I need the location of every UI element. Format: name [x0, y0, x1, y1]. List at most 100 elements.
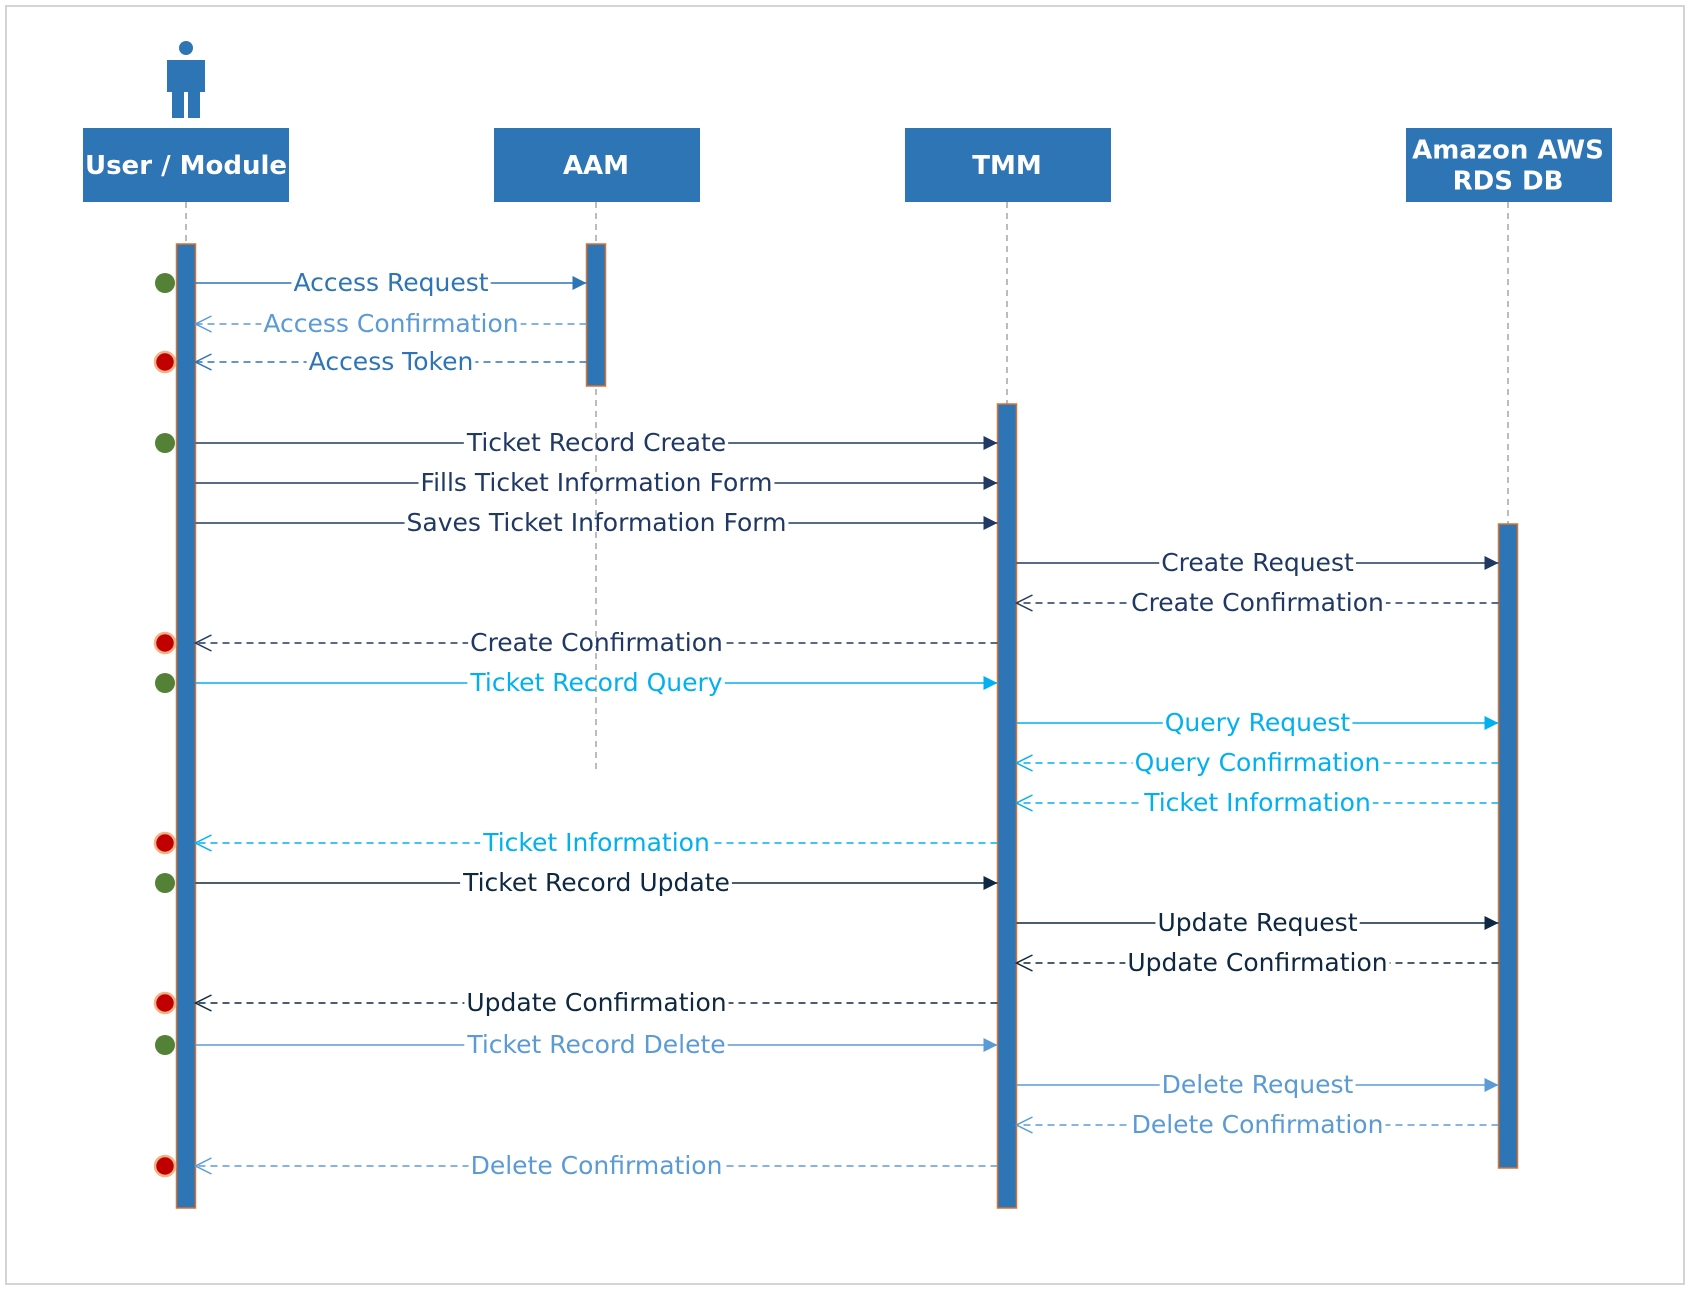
message-label: Create Request	[1161, 548, 1354, 577]
participant-box-rds	[1406, 128, 1612, 202]
activation-bar-rds	[1497, 523, 1519, 1169]
message-19: Ticket Record Delete	[195, 1030, 998, 1059]
message-label: Ticket Record Query	[469, 668, 722, 697]
message-label: Access Request	[293, 268, 488, 297]
participant-box-user	[83, 128, 289, 202]
end-dot-icon	[153, 1154, 177, 1178]
participant-box-aam	[494, 128, 700, 202]
diagram-frame	[5, 5, 1685, 1285]
message-label: Update Request	[1157, 908, 1357, 937]
open-arrow-icon	[1014, 794, 1033, 812]
open-arrow-icon	[193, 1157, 212, 1175]
message-label: Ticket Record Update	[462, 868, 730, 897]
participant-aam: AAM	[494, 128, 700, 202]
message-label: Delete Request	[1162, 1070, 1354, 1099]
filled-arrow-icon	[983, 1038, 998, 1052]
filled-arrow-icon	[1484, 916, 1499, 930]
message-2: Access Confirmation	[193, 309, 587, 338]
participant-label-rds: RDS DB	[1453, 167, 1564, 197]
open-arrow-icon	[193, 353, 212, 371]
participant-tmm: TMM	[905, 128, 1111, 202]
start-dot-icon	[155, 1035, 175, 1055]
markers	[153, 273, 177, 1178]
participant-label-rds: Amazon AWS	[1412, 136, 1604, 166]
message-label: Access Token	[309, 347, 474, 376]
open-arrow-icon	[193, 315, 212, 333]
message-5: Fills Ticket Information Form	[195, 468, 998, 497]
message-label: Saves Ticket Information Form	[407, 508, 787, 537]
message-label: Access Confirmation	[263, 309, 518, 338]
participant-label-tmm: TMM	[972, 151, 1041, 181]
message-12: Query Confirmation	[1014, 748, 1499, 777]
message-7: Create Request	[1016, 548, 1499, 577]
message-21: Delete Confirmation	[1014, 1110, 1499, 1139]
activation-bars	[175, 243, 1519, 1209]
participant-user: User / Module	[83, 128, 289, 202]
start-dot-icon	[155, 673, 175, 693]
open-arrow-icon	[1014, 594, 1033, 612]
participant-label-aam: AAM	[563, 151, 629, 181]
open-arrow-icon	[193, 834, 212, 852]
open-arrow-icon	[193, 634, 212, 652]
message-label: Fills Ticket Information Form	[421, 468, 773, 497]
filled-arrow-icon	[983, 516, 998, 530]
start-dot-icon	[155, 273, 175, 293]
end-dot-icon	[153, 631, 177, 655]
message-17: Update Confirmation	[1014, 948, 1499, 977]
filled-arrow-icon	[572, 276, 587, 290]
start-dot-icon	[155, 433, 175, 453]
message-label: Ticket Information	[482, 828, 710, 857]
message-18: Update Confirmation	[193, 988, 998, 1017]
message-label: Ticket Record Create	[466, 428, 726, 457]
message-label: Delete Confirmation	[471, 1151, 723, 1180]
message-label: Query Request	[1165, 708, 1351, 737]
participant-label-user: User / Module	[85, 151, 287, 181]
message-label: Ticket Information	[1143, 788, 1371, 817]
message-4: Ticket Record Create	[195, 428, 998, 457]
open-arrow-icon	[1014, 954, 1033, 972]
message-label: Update Confirmation	[466, 988, 726, 1017]
message-20: Delete Request	[1016, 1070, 1499, 1099]
filled-arrow-icon	[1484, 556, 1499, 570]
open-arrow-icon	[193, 994, 212, 1012]
message-label: Query Confirmation	[1135, 748, 1381, 777]
open-arrow-icon	[1014, 754, 1033, 772]
message-label: Update Confirmation	[1127, 948, 1387, 977]
message-8: Create Confirmation	[1014, 588, 1499, 617]
message-label: Delete Confirmation	[1132, 1110, 1384, 1139]
activation-bar-aam	[585, 243, 607, 387]
message-1: Access Request	[195, 268, 587, 297]
message-16: Update Request	[1016, 908, 1499, 937]
open-arrow-icon	[1014, 1116, 1033, 1134]
end-dot-icon	[153, 831, 177, 855]
filled-arrow-icon	[983, 876, 998, 890]
message-9: Create Confirmation	[193, 628, 998, 657]
activation-bar-tmm	[996, 403, 1018, 1209]
activation-bar-user	[175, 243, 197, 1209]
participant-box-tmm	[905, 128, 1111, 202]
message-label: Create Confirmation	[1131, 588, 1384, 617]
message-label: Ticket Record Delete	[466, 1030, 725, 1059]
message-6: Saves Ticket Information Form	[195, 508, 998, 537]
filled-arrow-icon	[983, 436, 998, 450]
end-dot-icon	[153, 350, 177, 374]
filled-arrow-icon	[1484, 1078, 1499, 1092]
message-11: Query Request	[1016, 708, 1499, 737]
start-dot-icon	[155, 873, 175, 893]
end-dot-icon	[153, 991, 177, 1015]
message-22: Delete Confirmation	[193, 1151, 998, 1180]
message-14: Ticket Information	[193, 828, 998, 857]
message-3: Access Token	[193, 347, 587, 376]
message-10: Ticket Record Query	[195, 668, 998, 697]
message-15: Ticket Record Update	[195, 868, 998, 897]
person-icon	[167, 41, 205, 118]
filled-arrow-icon	[983, 676, 998, 690]
message-13: Ticket Information	[1014, 788, 1499, 817]
message-label: Create Confirmation	[470, 628, 723, 657]
filled-arrow-icon	[983, 476, 998, 490]
filled-arrow-icon	[1484, 716, 1499, 730]
